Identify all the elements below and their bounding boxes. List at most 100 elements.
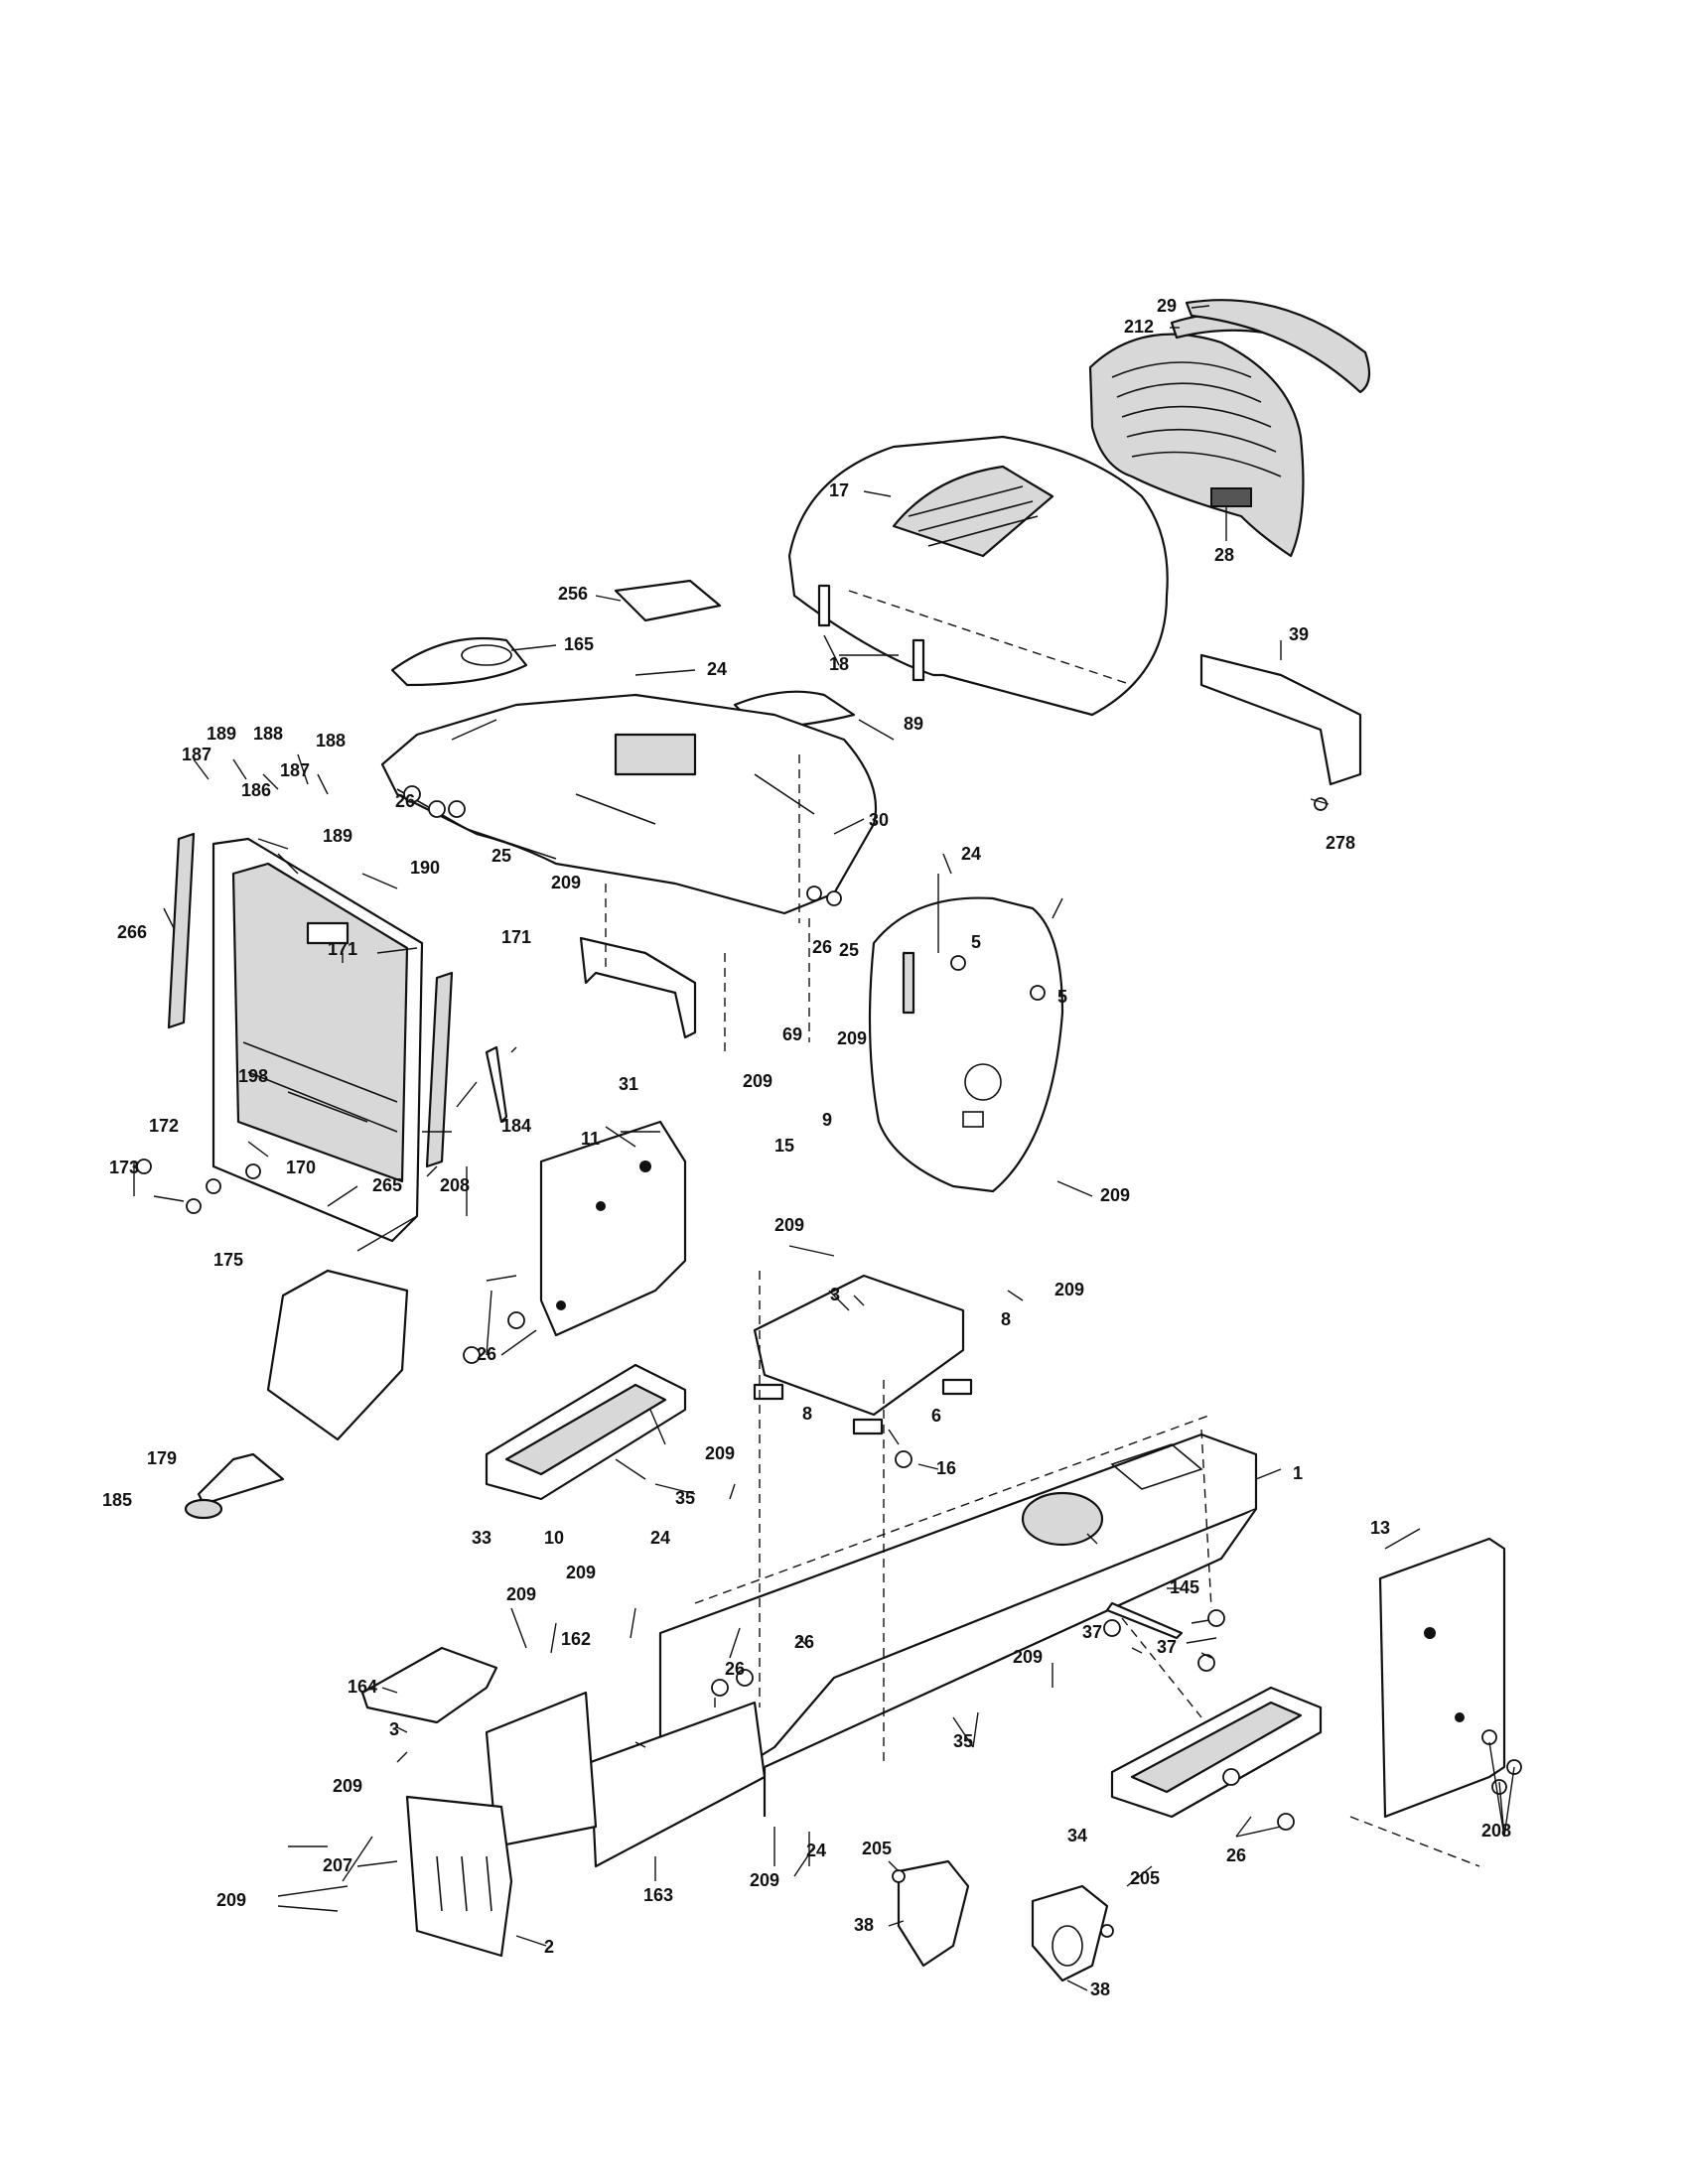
callout-15: 15	[774, 1136, 794, 1156]
callout-3-b: 3	[389, 1719, 399, 1739]
footrest-part-33	[485, 1363, 687, 1501]
callout-89: 89	[904, 714, 923, 734]
callout-208-a: 208	[440, 1175, 470, 1195]
callout-1: 1	[1293, 1463, 1303, 1483]
callout-171-b: 171	[501, 927, 531, 947]
callout-145: 145	[1170, 1577, 1199, 1597]
callout-188-a: 188	[253, 724, 283, 744]
callout-37-b: 37	[1157, 1637, 1177, 1657]
callout-179: 179	[147, 1448, 177, 1468]
callout-8-b: 8	[802, 1404, 812, 1424]
leader-lines	[133, 305, 1515, 1991]
callout-209-c: 209	[743, 1071, 772, 1091]
callout-266: 266	[117, 922, 147, 942]
callout-209-l: 209	[216, 1890, 246, 1910]
callout-2: 2	[544, 1937, 554, 1957]
rod-part-145	[1105, 1601, 1184, 1640]
rod-part-184	[485, 1045, 508, 1124]
grille-rail-part-265	[425, 971, 454, 1168]
callout-24-a: 24	[707, 659, 727, 679]
callout-38-a: 38	[854, 1915, 874, 1935]
callout-173: 173	[109, 1158, 139, 1177]
callout-11: 11	[581, 1129, 600, 1149]
callout-26-a: 26	[395, 791, 415, 811]
callout-278: 278	[1326, 833, 1355, 853]
callout-187-b: 187	[280, 760, 310, 780]
callout-209-d: 209	[1100, 1185, 1130, 1205]
bracket-part-164	[360, 1646, 498, 1724]
side-panel-part-13	[1378, 1537, 1506, 1819]
footrest-part-34	[1110, 1686, 1323, 1819]
console-cover-part-165	[390, 636, 528, 687]
callout-256: 256	[558, 584, 588, 604]
callout-26-d: 26	[794, 1632, 814, 1652]
frame-rail-part-163	[589, 1701, 767, 1868]
callout-165: 165	[564, 634, 594, 654]
callout-6: 6	[931, 1406, 941, 1426]
callout-172: 172	[149, 1116, 179, 1136]
callout-209-j: 209	[1013, 1647, 1043, 1667]
callout-38-b: 38	[1090, 1979, 1110, 1999]
callout-186: 186	[241, 780, 271, 800]
callout-209-k: 209	[333, 1776, 362, 1796]
callout-207: 207	[323, 1855, 352, 1875]
callout-24-d: 24	[806, 1841, 826, 1860]
callout-35-b: 35	[953, 1731, 973, 1751]
callout-18: 18	[829, 654, 849, 674]
axle-bracket-part-38-left	[897, 1859, 970, 1968]
plate-part-6	[753, 1274, 965, 1417]
callout-10: 10	[544, 1528, 564, 1548]
callout-37-a: 37	[1082, 1622, 1102, 1642]
callout-185: 185	[102, 1490, 132, 1510]
callout-26-e: 26	[725, 1659, 745, 1679]
callout-265: 265	[372, 1175, 402, 1195]
grille-rail-part-266	[167, 832, 196, 1029]
callout-190: 190	[410, 858, 440, 878]
hood-grille-part-28	[1088, 333, 1305, 558]
alignment-lines	[605, 590, 1480, 1867]
callout-29: 29	[1157, 296, 1177, 316]
callout-26-f: 26	[1226, 1845, 1246, 1865]
side-panel-part-11	[539, 1120, 687, 1337]
callout-189-a: 189	[207, 724, 236, 744]
callout-28: 28	[1214, 545, 1234, 565]
shield-part-175	[266, 1269, 409, 1441]
callout-208-b: 208	[1481, 1821, 1511, 1841]
callout-26-c: 26	[477, 1344, 496, 1364]
callout-labels: 29 212 17 28 256 165 18 24 39 89 189 188…	[102, 296, 1511, 1999]
hood-part-17	[787, 435, 1169, 717]
callout-25-a: 25	[491, 846, 511, 866]
callout-205-a: 205	[862, 1839, 892, 1858]
dash-frame-part-9	[868, 896, 1064, 1193]
lever-part-179	[184, 1452, 285, 1520]
callout-162: 162	[561, 1629, 591, 1649]
callout-171-a: 171	[328, 939, 357, 959]
callout-212: 212	[1124, 317, 1154, 337]
callout-34: 34	[1067, 1826, 1087, 1845]
callout-164: 164	[348, 1677, 377, 1697]
callout-198: 198	[238, 1066, 268, 1086]
callout-24-c: 24	[650, 1528, 670, 1548]
front-bracket-part-2	[405, 1795, 513, 1958]
callout-170: 170	[286, 1158, 316, 1177]
callout-209-b: 209	[837, 1028, 867, 1048]
callout-209-i: 209	[506, 1584, 536, 1604]
callout-30: 30	[869, 810, 889, 830]
callout-5-a: 5	[971, 932, 981, 952]
callout-69: 69	[782, 1024, 802, 1044]
callout-209-g: 209	[705, 1443, 735, 1463]
callout-26-b: 26	[812, 937, 832, 957]
callout-9: 9	[822, 1110, 832, 1130]
callout-187-a: 187	[182, 745, 211, 764]
axle-bracket-part-38-right	[1031, 1884, 1109, 1982]
hood-trim-part-29	[1185, 299, 1371, 394]
callout-163: 163	[643, 1885, 673, 1905]
callout-16: 16	[936, 1458, 956, 1478]
callout-209-h: 209	[566, 1563, 596, 1582]
callout-189-b: 189	[323, 826, 352, 846]
callout-25-b: 25	[839, 940, 859, 960]
callout-35-a: 35	[675, 1488, 695, 1508]
callout-17: 17	[829, 480, 849, 500]
callout-33: 33	[472, 1528, 491, 1548]
